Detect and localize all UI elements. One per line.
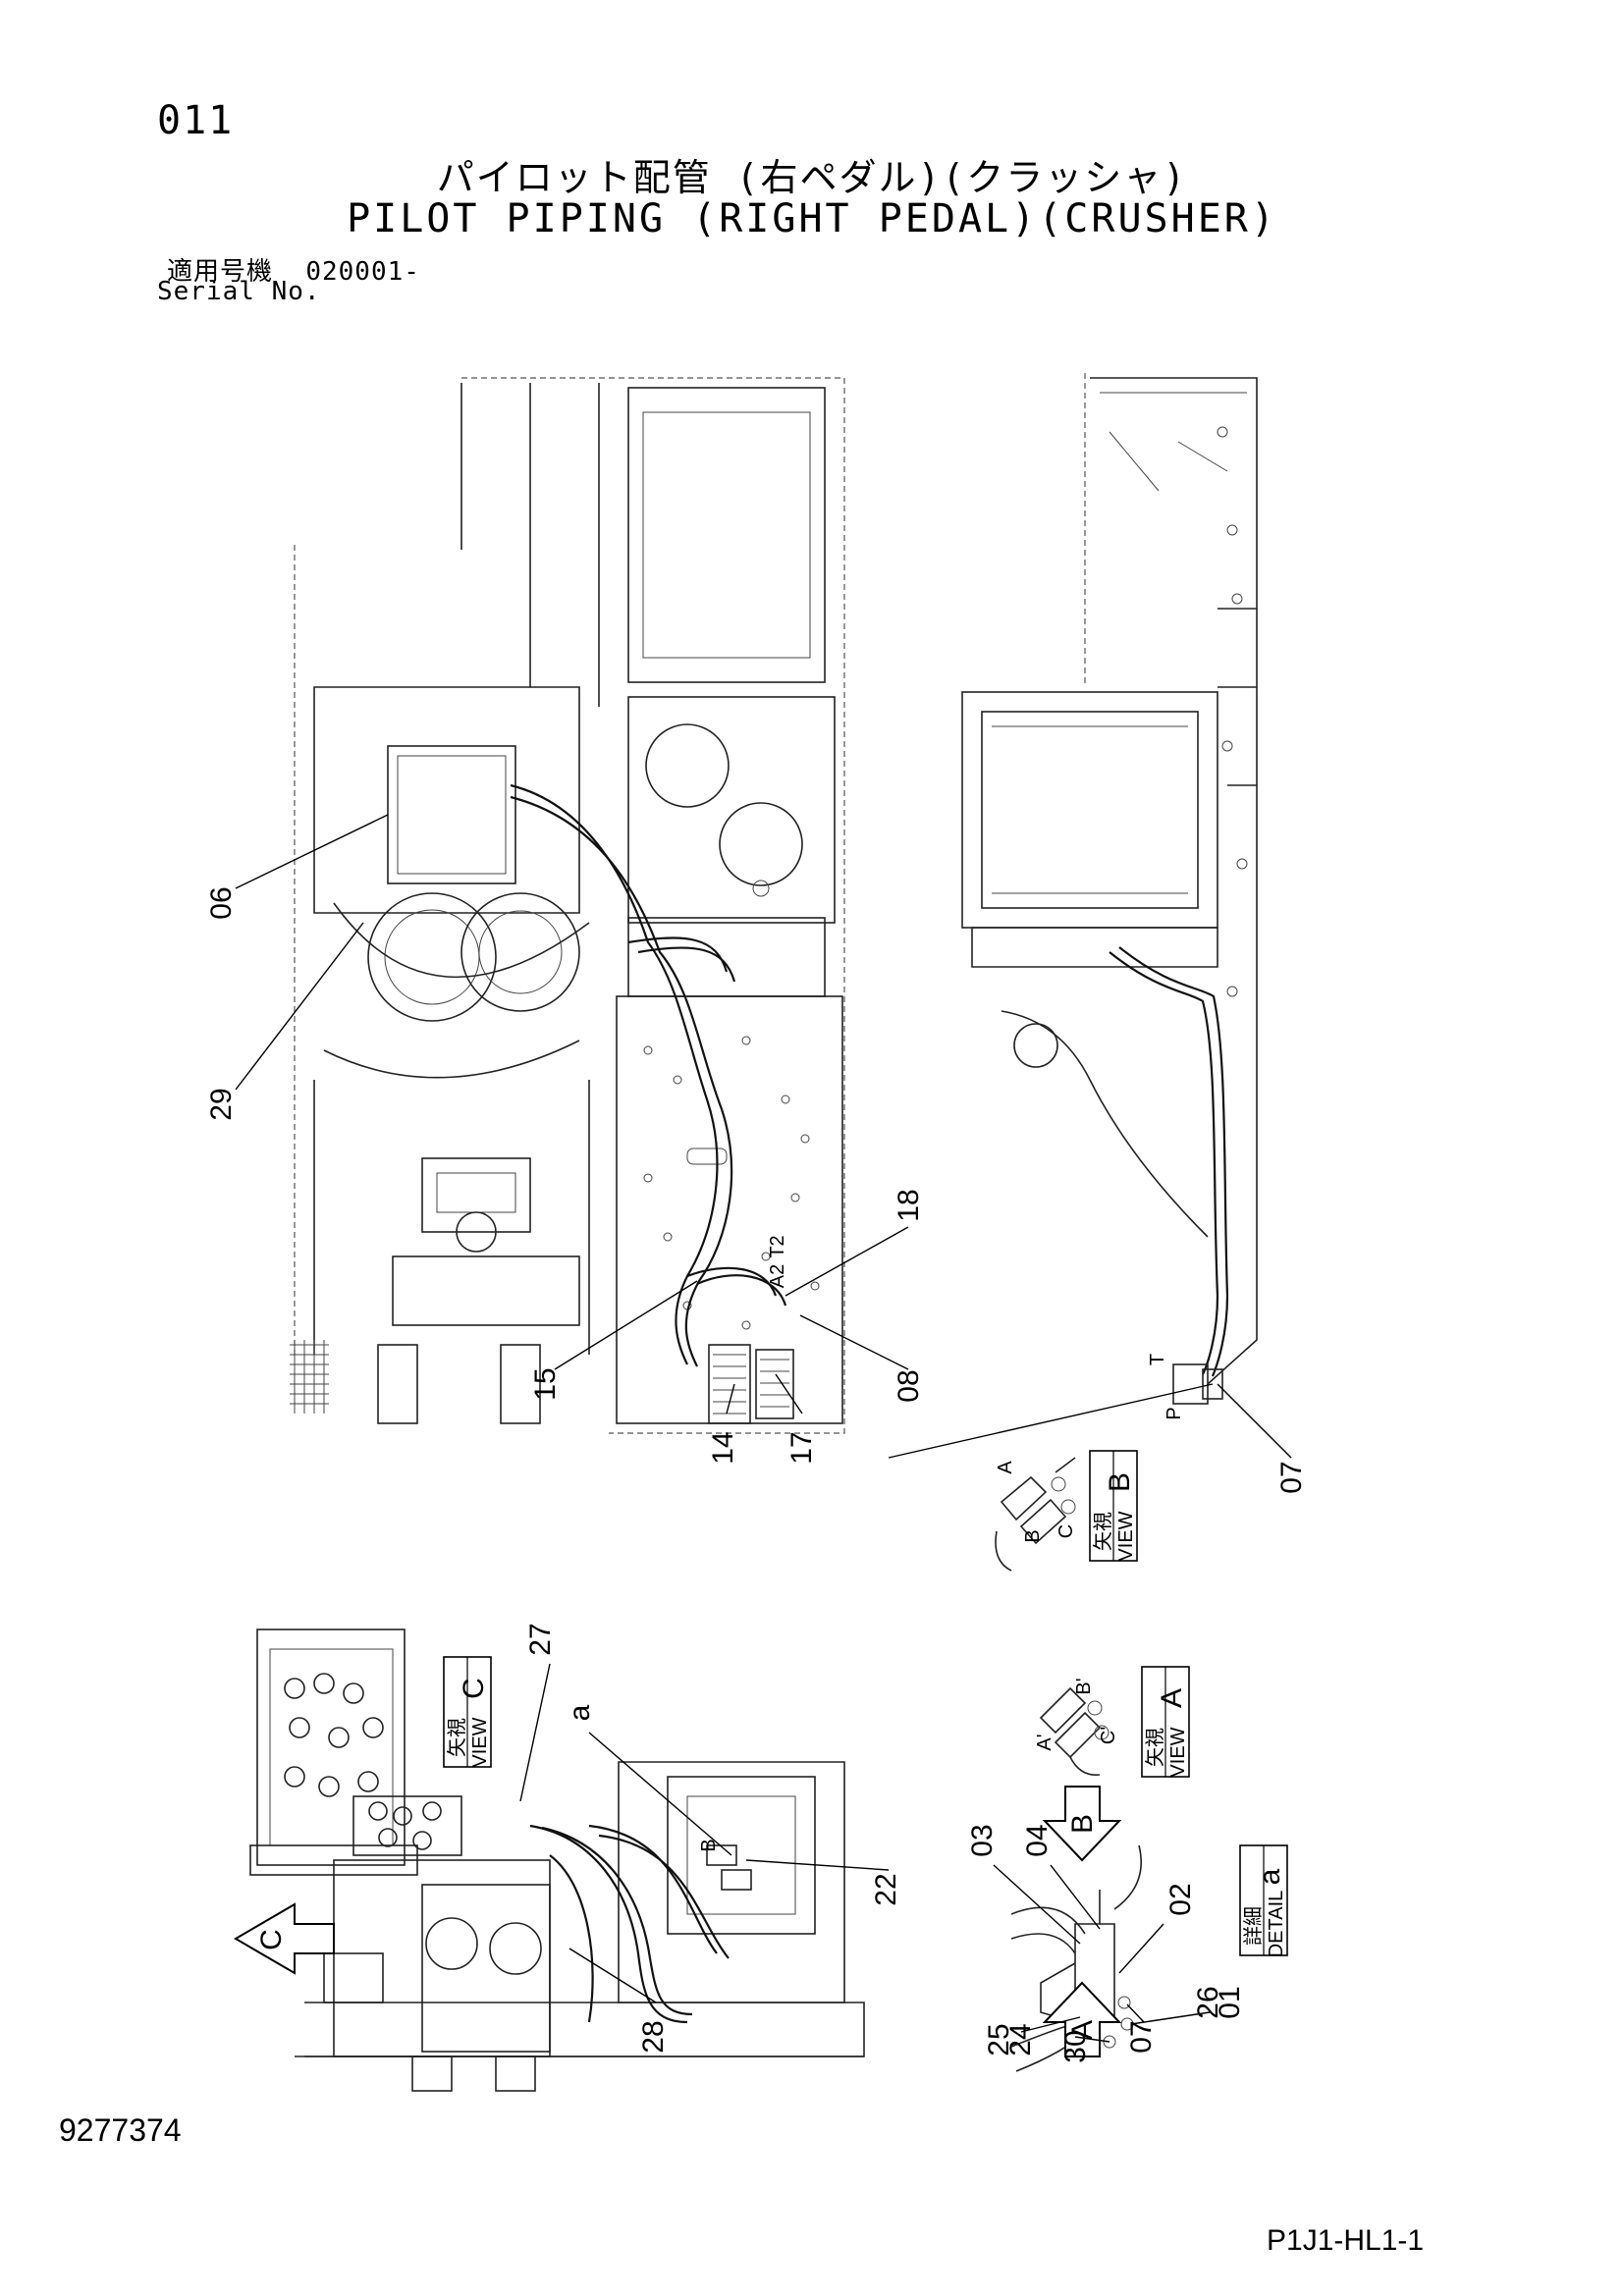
callout-02: 02 [1164,1883,1197,1915]
view-b-letter: B [1104,1472,1136,1492]
view-b-jp: 矢視 [1092,1512,1114,1551]
port-c-prime: C' [1098,1727,1119,1744]
callout-07-main: 07 [1275,1461,1308,1493]
view-a-en: VIEW [1167,1727,1189,1777]
serial-applicable: 適用号機 020001- [167,251,420,288]
view-c-letter: C [458,1678,490,1699]
callout-22: 22 [870,1873,902,1905]
callout-28: 28 [637,2020,670,2053]
port-p: P [1164,1407,1185,1419]
arrow-c-letter: C [255,1929,288,1950]
title-japanese: パイロット配管 (右ペダル)(クラッシャ) [436,156,1188,199]
view-c-jp: 矢視 [446,1718,468,1757]
view-a-jp: 矢視 [1144,1728,1166,1767]
serial-label-jp: 適用号機 [167,257,274,287]
port-a: A [995,1461,1016,1474]
view-a-sketch [1039,1686,1110,1776]
callout-08: 08 [893,1369,925,1402]
callout-04: 04 [1021,1824,1054,1856]
serial-label-en: Serial No. [157,277,321,306]
view-c-sketch [249,1629,418,1876]
port-t2: T2 [767,1235,788,1257]
callout-06: 06 [205,886,238,919]
arrow-b-shape [1042,1786,1122,1862]
callout-17: 17 [785,1431,818,1464]
leader-lines [235,814,1292,2043]
port-a2: A2 [767,1264,788,1288]
arrow-b-letter: B [1066,1814,1099,1834]
arrow-a-shape [1042,1981,1122,2057]
view-box-c [443,1656,492,1768]
view-a-letter: A [1156,1688,1188,1708]
port-b: B [1022,1529,1044,1542]
view-box-a [1141,1666,1190,1778]
callout-01: 01 [1214,1986,1246,2018]
port-b-prime: B' [1073,1678,1095,1694]
port-a-prime: A' [1034,1734,1056,1750]
sheet-code: P1J1-HL1-1 [1267,2224,1425,2257]
callout-14: 14 [707,1431,739,1464]
side-view [961,373,1258,1405]
serial-value: 020001- [305,257,420,287]
arrow-a-letter: A [1066,2020,1099,2040]
view-box-b [1089,1450,1138,1562]
callout-26: 26 [1192,1986,1224,2018]
view-b-sketch [995,1457,1076,1572]
callout-25: 25 [983,2023,1015,2056]
view-c-en: VIEW [469,1717,491,1767]
view-b-en: VIEW [1115,1511,1137,1561]
detail-box-a [1239,1844,1288,1956]
detail-a-marker: a [564,1704,596,1721]
callout-18: 18 [893,1189,925,1221]
title-english: PILOT PIPING (RIGHT PEDAL)(CRUSHER) [347,196,1277,241]
detail-a-letter: a [1254,1868,1286,1885]
direction-arrows [234,1786,1122,2057]
callout-29: 29 [205,1088,238,1120]
port-t: T [1147,1354,1168,1365]
detail-a-en: DETAIL [1266,1891,1287,1958]
callout-27: 27 [524,1623,557,1655]
port-c: C [1056,1524,1077,1538]
callout-03: 03 [966,1824,999,1856]
port-b-small: B [698,1839,720,1851]
arrow-c-shape [234,1902,335,1975]
detail-a-jp: 詳細 [1242,1906,1265,1946]
callout-24: 24 [1004,2023,1037,2056]
lower-assembly [295,1761,865,2092]
callout-07-detail: 07 [1125,2020,1158,2053]
main-plan-view [290,377,845,1434]
callout-30: 30 [1059,2030,1092,2062]
callout-15: 15 [529,1367,562,1400]
page-number: 011 [157,98,235,143]
document-number: 9277374 [59,2112,182,2148]
